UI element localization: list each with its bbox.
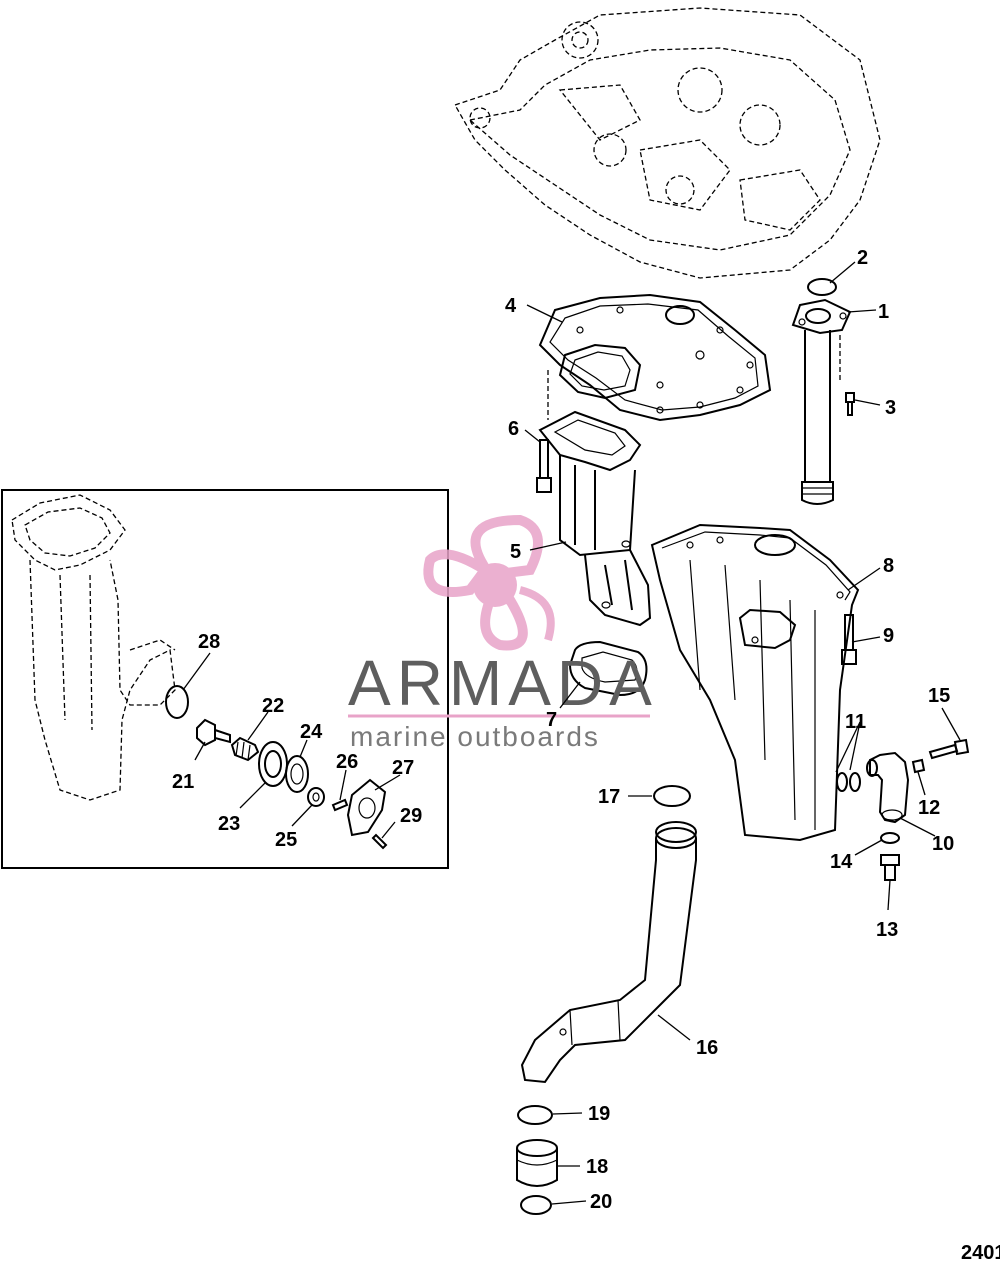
part-13-drain-plug: [880, 854, 900, 881]
callout-9: 9: [883, 625, 894, 647]
part-3-bolt: [845, 392, 855, 416]
leader-lines: [182, 261, 961, 1205]
figure-number: 2401: [961, 1242, 1000, 1261]
watermark-brand: ARMADA: [348, 647, 658, 719]
engine-block: [454, 7, 881, 279]
part-23-housing-cover: [258, 741, 288, 787]
part-20-ring: [520, 1195, 552, 1215]
part-14-washer: [880, 832, 900, 844]
callout-8: 8: [883, 555, 894, 577]
callout-18: 18: [586, 1156, 608, 1178]
part-9-bolt: [841, 614, 857, 665]
part-2-o-ring: [807, 278, 837, 296]
part-26-screw: [331, 798, 349, 812]
callout-6: 6: [508, 418, 519, 440]
callout-17: 17: [598, 786, 620, 808]
callout-5: 5: [510, 541, 521, 563]
part-11-o-rings: [836, 772, 861, 792]
part-17-o-ring: [653, 785, 691, 807]
callout-14: 14: [830, 851, 853, 873]
callout-20: 20: [590, 1191, 612, 1213]
part-7-seal: [568, 640, 648, 697]
callout-3: 3: [885, 397, 896, 419]
callout-labels: 1 2 3 4 5 6 7 8 9 10 11 12 13 14 15 16 1…: [172, 247, 954, 1213]
part-25-seal: [307, 787, 325, 807]
callout-29: 29: [400, 805, 422, 827]
part-29-screw: [371, 833, 388, 850]
part-4-gasket: [538, 293, 772, 422]
part-6-bolt: [536, 439, 552, 493]
callout-13: 13: [876, 919, 898, 941]
callout-28: 28: [198, 631, 220, 653]
part-10-elbow-fitting: [866, 751, 910, 824]
callout-25: 25: [275, 829, 297, 851]
part-22-spring: [230, 736, 260, 762]
callout-23: 23: [218, 813, 240, 835]
callout-2: 2: [857, 247, 868, 269]
callout-21: 21: [172, 771, 194, 793]
part-8-adapter-housing: [650, 523, 860, 842]
callout-26: 26: [336, 751, 358, 773]
part-27-clamp: [346, 778, 387, 837]
callout-12: 12: [918, 797, 940, 819]
part-19-ring: [517, 1105, 553, 1125]
watermark-tagline: marine outboards: [350, 721, 600, 752]
propeller-logo: [423, 514, 555, 651]
callout-15: 15: [928, 685, 950, 707]
part-21-impeller-shaft: [196, 718, 231, 747]
part-18-coupling: [516, 1139, 558, 1187]
callout-24: 24: [300, 721, 323, 743]
part-12-plug: [911, 758, 926, 774]
callout-22: 22: [262, 695, 284, 717]
inset-frame: [1, 489, 449, 869]
callout-16: 16: [696, 1037, 718, 1059]
part-16-water-tube: [520, 821, 697, 1084]
callout-1: 1: [878, 301, 889, 323]
callout-10: 10: [932, 833, 954, 855]
part-1-tube: [791, 298, 852, 505]
callout-11: 11: [845, 711, 866, 733]
inset-exhaust-housing: [11, 494, 176, 801]
callout-27: 27: [392, 757, 414, 779]
part-5-exhaust-tube: [538, 410, 652, 627]
callout-7: 7: [546, 709, 557, 731]
part-28-gasket: [165, 685, 189, 719]
part-15-bolt: [928, 738, 970, 760]
armada-watermark: ARMADA marine outboards: [348, 514, 658, 752]
callout-4: 4: [505, 295, 517, 317]
part-24-plate: [285, 755, 309, 793]
callout-19: 19: [588, 1103, 610, 1125]
